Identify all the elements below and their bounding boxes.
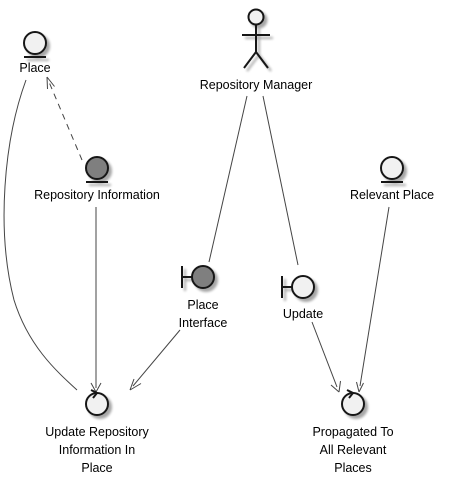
repository-manager-label: Repository Manager: [200, 78, 313, 92]
place-interface-boundary[interactable]: Place Interface: [179, 265, 228, 330]
boundary-icon: [181, 265, 215, 289]
arrowhead-propagated-left: [330, 380, 341, 393]
arrowhead-update-repository-right: [129, 378, 142, 391]
arrowhead-place: [46, 76, 55, 90]
repository-manager-actor[interactable]: Repository Manager: [200, 8, 313, 93]
update-boundary[interactable]: Update: [281, 275, 323, 321]
edge-repo-information-to-place: [48, 81, 83, 161]
edge-manager-to-update: [262, 95, 299, 266]
propagated-control[interactable]: Propagated To All Relevant Places: [312, 389, 394, 475]
boundary-icon: [281, 275, 315, 299]
edge-update-to-propagated: [311, 321, 338, 388]
entity-icon: [23, 31, 47, 58]
entity-icon: [85, 156, 109, 183]
update-repository-label-line-3: Place: [81, 461, 112, 475]
update-label: Update: [283, 307, 323, 321]
update-repository-label-line-2: Information In: [59, 443, 135, 457]
place-interface-label-line-2: Interface: [179, 316, 228, 330]
control-icon: [85, 389, 109, 416]
arrowhead-update-repository-top: [90, 382, 102, 393]
update-repository-control[interactable]: Update Repository Information In Place: [45, 389, 150, 475]
repository-information-entity[interactable]: Repository Information: [34, 156, 160, 202]
repository-information-label: Repository Information: [34, 188, 160, 202]
actor-icon: [242, 8, 270, 69]
edge-place-interface-to-update-repository: [132, 329, 181, 387]
place-entity[interactable]: Place: [19, 31, 51, 75]
edge-manager-to-place-interface: [208, 95, 248, 263]
edges-layer: [3, 76, 390, 393]
propagated-label-line-3: Places: [334, 461, 372, 475]
relevant-place-label: Relevant Place: [350, 188, 434, 202]
control-icon: [341, 389, 365, 416]
arrowhead-propagated-top: [356, 381, 364, 393]
edge-relevant-place-to-propagated: [359, 206, 390, 387]
propagated-label-line-1: Propagated To: [312, 425, 393, 439]
edge-place-to-update-repository: [3, 79, 78, 391]
relevant-place-entity[interactable]: Relevant Place: [350, 156, 434, 202]
propagated-label-line-2: All Relevant: [320, 443, 387, 457]
place-label: Place: [19, 61, 50, 75]
place-interface-label-line-1: Place: [187, 298, 218, 312]
update-repository-label-line-1: Update Repository: [45, 425, 149, 439]
entity-icon: [380, 156, 404, 183]
